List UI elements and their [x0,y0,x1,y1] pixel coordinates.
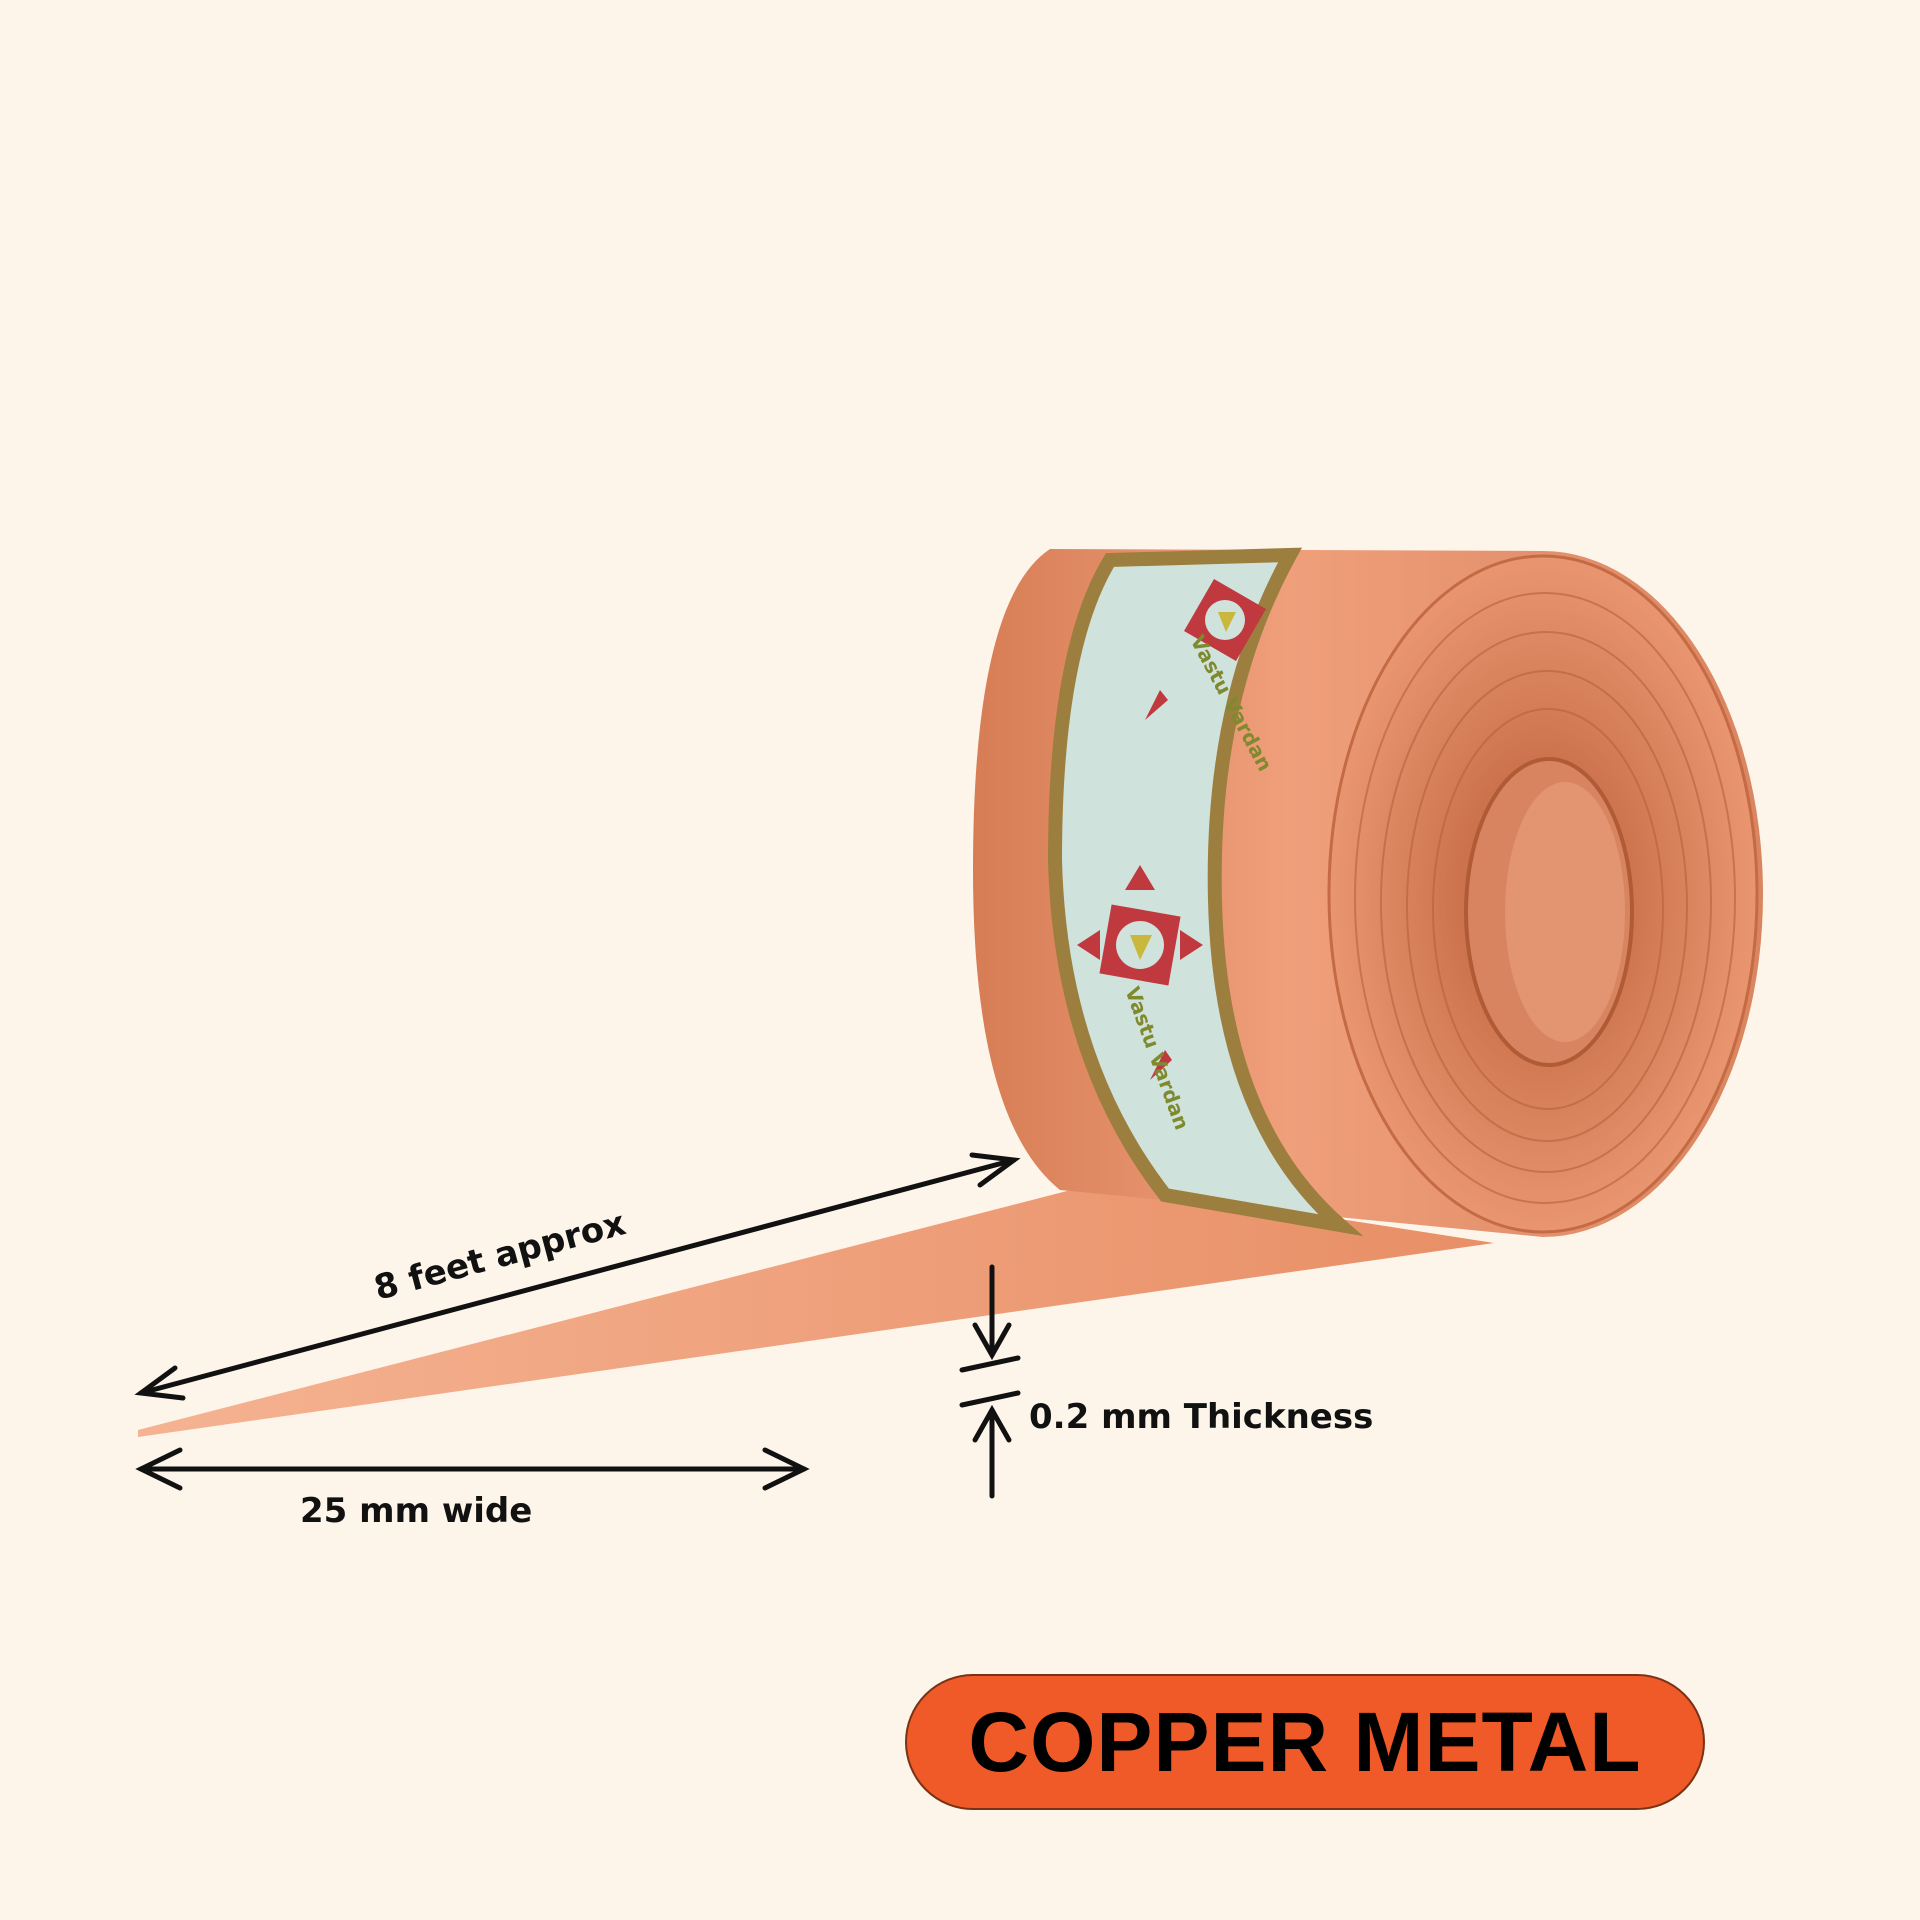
label-band [1047,547,1364,1237]
double-arrow-icon [134,1152,1021,1401]
thickness-label: 0.2 mm Thickness [1029,1397,1373,1437]
brand-logo-icon [1145,579,1266,720]
core-highlight [1505,782,1625,1042]
double-arrow-icon [135,1447,810,1491]
length-label: 8 feet approx [370,1203,630,1308]
copper-metal-badge: COPPER METAL [905,1674,1705,1810]
thickness-arrows-icon [959,1264,1021,1499]
width-label: 25 mm wide [300,1491,532,1531]
badge-label: COPPER METAL [968,1694,1642,1789]
roll-layers [1354,592,1736,1204]
brand-logo-icon [1077,865,1203,1080]
copper-strip [138,1182,1494,1437]
